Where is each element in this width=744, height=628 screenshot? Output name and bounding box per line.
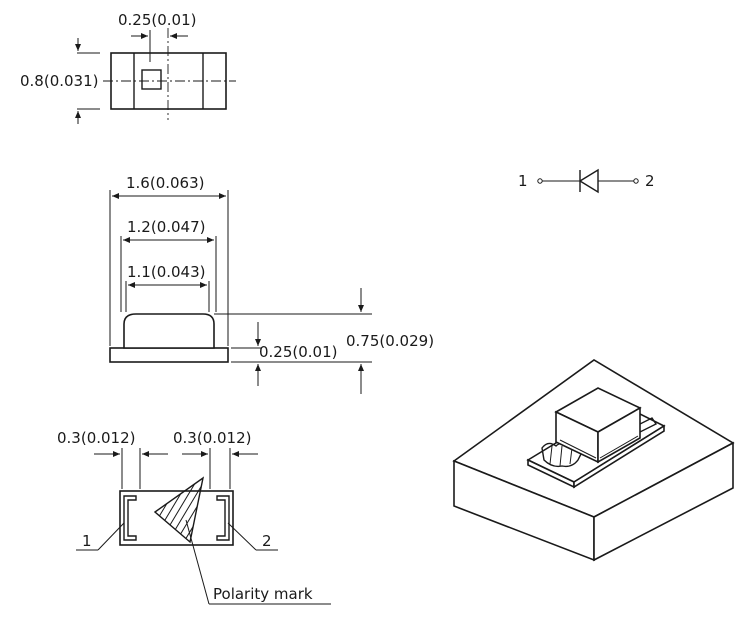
left-pad-label: 0.3(0.012) (57, 429, 136, 447)
schematic-diode-triangle (578, 168, 599, 194)
right-pad-bracket (216, 495, 230, 541)
bottom-view-body (119, 490, 234, 546)
left-pad-bracket (123, 495, 137, 541)
top-view: 0.25(0.01) 0.8(0.031) (20, 11, 236, 124)
component-substrate-front (573, 424, 665, 489)
schematic-pin2-label: 2 (645, 172, 655, 190)
isometric-view (452, 359, 735, 562)
total-height-label: 0.75(0.029) (346, 332, 434, 350)
schematic-pin1-terminal (537, 178, 543, 184)
side-view: 1.6(0.063) 1.2(0.047) 1.1(0.043) 0.25(0.… (109, 174, 434, 394)
ridge-line-1 (549, 445, 553, 465)
right-pad-label: 0.3(0.012) (173, 429, 252, 447)
bottom-view: 0.3(0.012) 0.3(0.012) 1 2 Polarity mark (57, 429, 331, 605)
lens-top-width-label: 1.1(0.043) (127, 263, 206, 281)
top-view-chip (141, 69, 162, 90)
schematic-pin2-terminal (633, 178, 639, 184)
side-view-substrate (109, 347, 229, 363)
polarity-triangle (153, 476, 205, 544)
lens-base-line (559, 439, 597, 459)
pin2-leader (227, 522, 257, 551)
polarity-label: Polarity mark (213, 585, 313, 603)
lens-right-face (597, 406, 641, 464)
lens-base-line-right (599, 435, 639, 459)
side-view-lens (123, 313, 215, 349)
top-view-width-label: 0.25(0.01) (118, 11, 197, 29)
pin2-label: 2 (262, 532, 272, 550)
board-right-face (593, 441, 734, 562)
lens-base-width-label: 1.2(0.047) (127, 218, 206, 236)
schematic-pin1-label: 1 (518, 172, 528, 190)
polarity-leader (185, 519, 210, 605)
overall-width-label: 1.6(0.063) (126, 174, 205, 192)
substrate-height-label: 0.25(0.01) (259, 343, 338, 361)
top-view-height-label: 0.8(0.031) (20, 72, 99, 90)
pin1-leader (97, 522, 125, 551)
diode-schematic: 1 2 (518, 168, 655, 194)
pin1-label: 1 (82, 532, 92, 550)
ridge-line-2 (559, 445, 563, 467)
ridge-line-3 (569, 447, 573, 465)
